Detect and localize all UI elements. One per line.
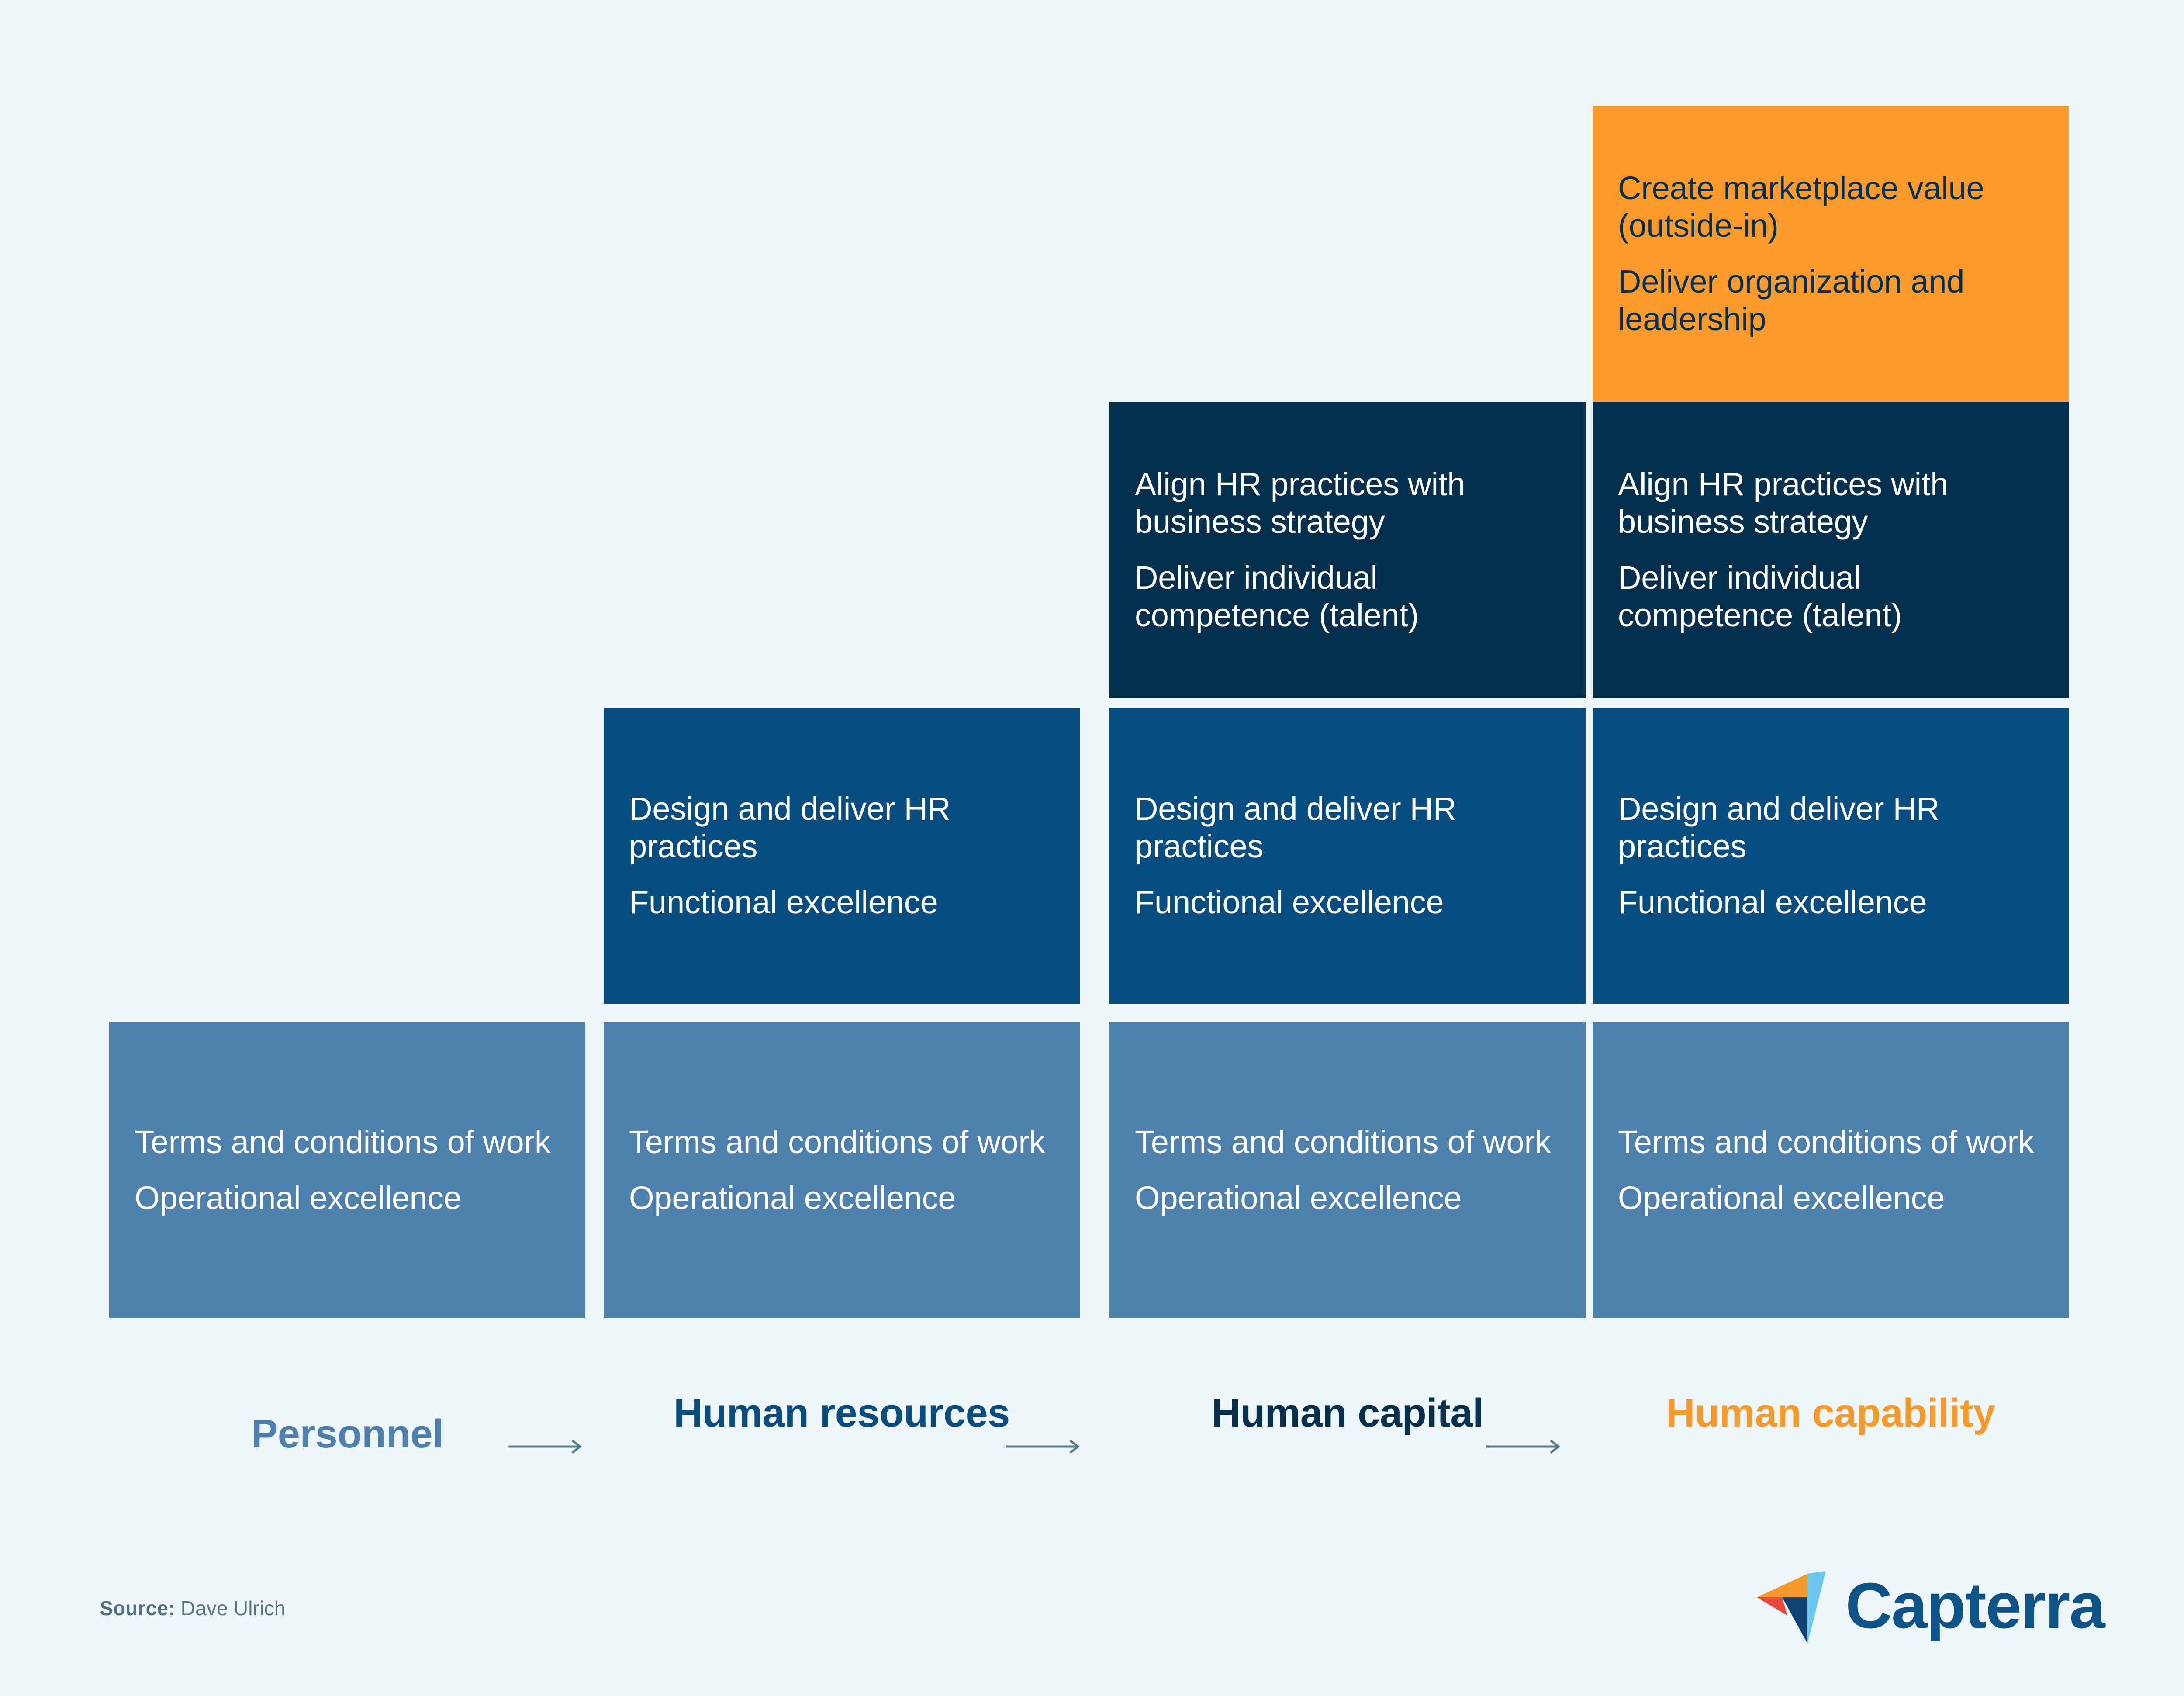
cell-line-1: Design and deliver HR practices xyxy=(629,791,951,865)
cell-line-2: Functional excellence xyxy=(629,884,938,920)
cell-line-1: Create marketplace value (outside-in) xyxy=(1618,170,1984,244)
cell-human-capital-strategy: Align HR practices with business strateg… xyxy=(1109,402,1586,698)
cell-line-1: Align HR practices with business strateg… xyxy=(1618,466,1949,540)
cell-line-2: Functional excellence xyxy=(1135,884,1444,920)
cell-personnel-operational: Terms and conditions of work Operational… xyxy=(109,1022,585,1318)
cell-line-2: Deliver individual competence (talent) xyxy=(1618,560,1902,633)
stage-label-human-capability: Human capability xyxy=(1666,1391,1995,1435)
cell-line-2: Deliver individual competence (talent) xyxy=(1135,560,1419,633)
cell-line-1: Terms and conditions of work xyxy=(629,1124,1045,1161)
cell-human-capital-operational: Terms and conditions of work Operational… xyxy=(1109,1022,1586,1318)
cell-line-1: Terms and conditions of work xyxy=(1618,1124,2034,1161)
capterra-wordmark: Capterra xyxy=(1845,1570,2105,1642)
cell-line-2: Deliver organization and leadership xyxy=(1618,263,1965,337)
capterra-paper-plane-icon xyxy=(1757,1571,1826,1644)
arrow-right-icon xyxy=(1006,1440,1080,1454)
cell-line-1: Align HR practices with business strateg… xyxy=(1135,466,1465,540)
cell-human-resources-operational: Terms and conditions of work Operational… xyxy=(604,1022,1080,1318)
arrow-right-icon xyxy=(508,1440,582,1454)
arrow-right-icon xyxy=(1486,1440,1561,1454)
staircase-grid: Create marketplace value (outside-in) De… xyxy=(109,106,2069,1318)
cell-line-2: Operational excellence xyxy=(1618,1180,1945,1216)
cell-line-1: Design and deliver HR practices xyxy=(1618,791,1940,865)
cell-human-capability-strategy: Align HR practices with business strateg… xyxy=(1593,402,2069,698)
cell-human-resources-practices: Design and deliver HR practices Function… xyxy=(604,708,1080,1004)
cell-human-capital-practices: Design and deliver HR practices Function… xyxy=(1109,708,1586,1004)
cell-human-capability-marketplace: Create marketplace value (outside-in) De… xyxy=(1593,106,2069,402)
cell-line-2: Operational excellence xyxy=(135,1180,462,1216)
stage-labels-row: Personnel Human resources Human capital … xyxy=(0,1363,2184,1511)
stage-label-human-resources: Human resources xyxy=(674,1391,1010,1435)
cell-human-capability-operational: Terms and conditions of work Operational… xyxy=(1593,1022,2069,1318)
stage-label-personnel: Personnel xyxy=(251,1412,444,1456)
cell-line-2: Operational excellence xyxy=(1135,1180,1462,1216)
capterra-logo: Capterra xyxy=(1756,1566,2105,1653)
cell-human-capability-practices: Design and deliver HR practices Function… xyxy=(1593,708,2069,1004)
stage-label-human-capital: Human capital xyxy=(1211,1391,1484,1435)
cell-line-2: Operational excellence xyxy=(629,1180,956,1216)
source-label: Source: xyxy=(100,1597,175,1620)
source-attribution: Source: Dave Ulrich xyxy=(100,1596,286,1620)
cell-line-1: Design and deliver HR practices xyxy=(1135,791,1457,865)
cell-line-1: Terms and conditions of work xyxy=(135,1124,551,1161)
source-value: Dave Ulrich xyxy=(175,1597,286,1620)
cell-line-2: Functional excellence xyxy=(1618,884,1927,920)
cell-line-1: Terms and conditions of work xyxy=(1135,1124,1551,1161)
